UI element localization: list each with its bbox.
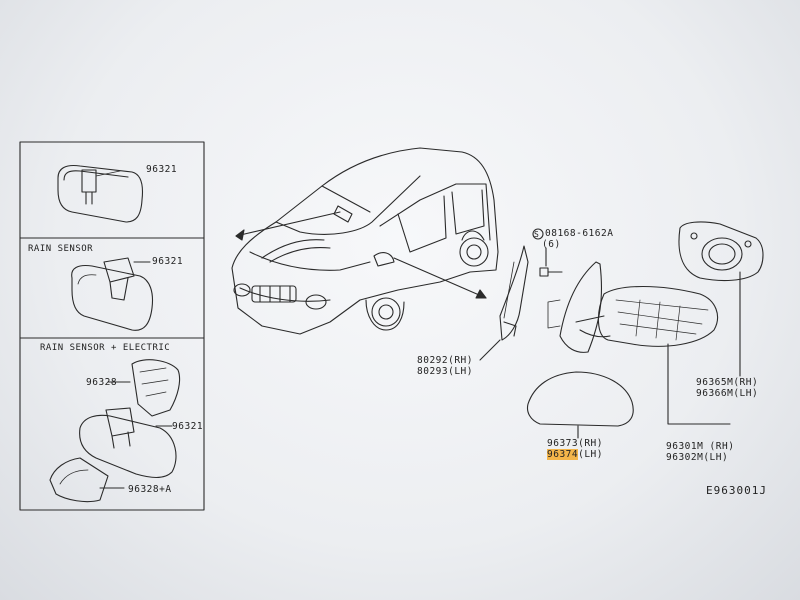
- mirror-cover-drawing: [526, 371, 634, 439]
- glass-lh-label: 96366M(LH): [696, 388, 759, 399]
- panel2-part-label: 96321: [152, 256, 184, 267]
- mirror-lh-label: 96302M(LH): [666, 452, 729, 463]
- rearview-mirror-basic-drawing: [57, 164, 144, 223]
- glass-rh-label: 96365M(RH): [696, 377, 759, 388]
- pointer-arrows: [235, 211, 487, 299]
- bolt-part-label: 08168-6162A: [545, 228, 614, 239]
- panel1-part-label: 96321: [146, 164, 178, 175]
- trim-rh-label: 80292(RH): [417, 355, 473, 366]
- diagram-code: E963001J: [706, 484, 767, 497]
- inset-panels-frame: [19, 141, 205, 511]
- panel3-title: RAIN SENSOR + ELECTRIC: [40, 343, 171, 353]
- panel2-title: RAIN SENSOR: [28, 244, 94, 254]
- mirror-base-gasket-drawing: [547, 261, 602, 353]
- cover-lh-side: (LH): [578, 449, 603, 460]
- mirror-glass-drawing: [678, 221, 764, 377]
- panel3-part-mid-label: 96321: [172, 421, 204, 432]
- bolt-drawing: [532, 228, 563, 277]
- trim-lh-label: 80293(LH): [417, 366, 473, 377]
- bolt-symbol: S: [534, 230, 540, 239]
- bolt-quantity-label: (6): [542, 239, 561, 250]
- rearview-mirror-electric-drawing: [49, 359, 181, 503]
- mirror-trim-drawing: [479, 245, 529, 361]
- rearview-mirror-rain-sensor-drawing: [71, 257, 154, 331]
- panel3-part-top-label: 96328: [86, 377, 118, 388]
- cover-lh-label: 96374(LH): [547, 449, 603, 460]
- cover-rh-label: 96373(RH): [547, 438, 603, 449]
- cover-lh-part-number-highlight: 96374: [547, 449, 579, 460]
- car-drawing: [231, 147, 499, 335]
- panel3-part-bottom-label: 96328+A: [128, 484, 172, 495]
- mirror-rh-label: 96301M (RH): [666, 441, 735, 452]
- door-mirror-assembly-drawing: [575, 286, 731, 425]
